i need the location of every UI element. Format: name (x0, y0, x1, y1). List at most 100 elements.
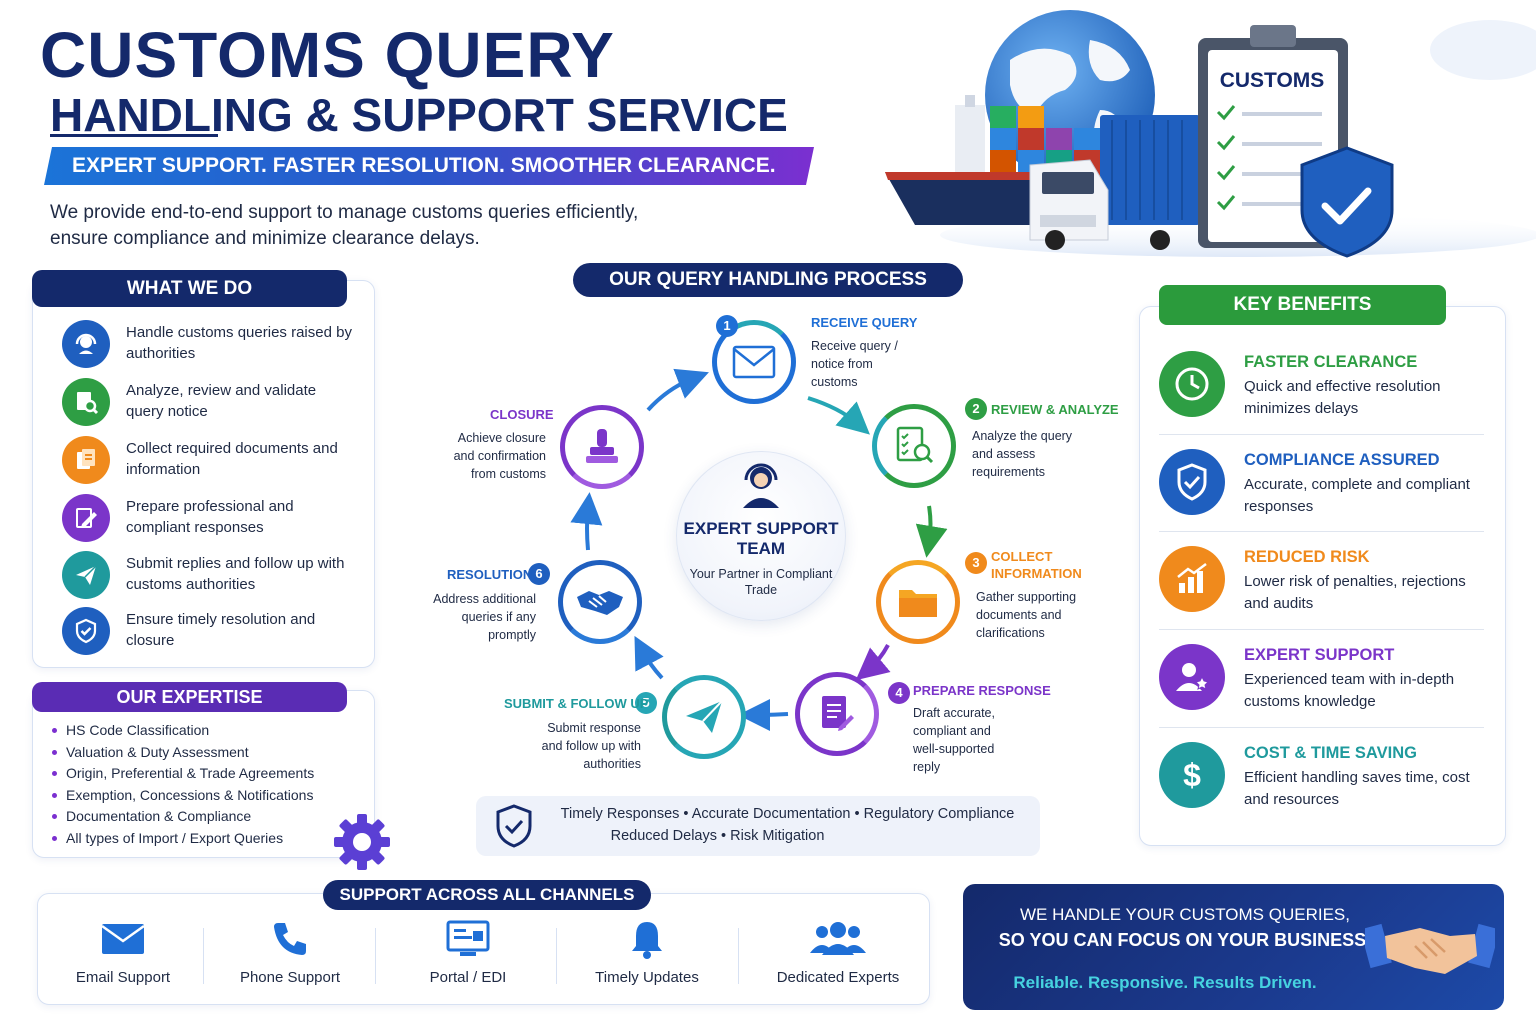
what-we-do-item: Prepare professional and compliant respo… (62, 494, 362, 542)
closure-title: CLOSURE (490, 407, 554, 422)
paper-plane-icon (686, 700, 723, 733)
what-we-do-text: Prepare professional and compliant respo… (126, 498, 294, 536)
what-we-do-text: Handle customs queries raised by authori… (126, 324, 352, 362)
hero-illustration: CUSTOMS (885, 10, 1536, 258)
process-highlights-line1: Timely Responses • Accurate Documentatio… (560, 806, 1015, 822)
benefit-desc: Experienced team with in-depth customs k… (1244, 671, 1455, 710)
step-6-title: RESOLUTION (447, 567, 533, 582)
what-we-do-text: Analyze, review and validate query notic… (126, 382, 317, 420)
center-title: EXPERT SUPPORT TEAM (683, 519, 839, 558)
channel-label: Dedicated Experts (776, 969, 900, 986)
step-6-circle (558, 560, 642, 644)
step-1-number: 1 (716, 315, 738, 337)
step-1-desc: Receive query / notice from customs (811, 339, 898, 389)
process-highlights-line2: Reduced Delays • Risk Mitigation (610, 828, 825, 844)
step-3-circle (876, 560, 960, 644)
handshake-icon (577, 591, 623, 615)
expertise-item: All types of Import / Export Queries (50, 828, 350, 850)
center-subtitle: Your Partner in Compliant Trade (689, 567, 833, 597)
channel-divider (375, 928, 376, 984)
step-2-circle (872, 404, 956, 488)
banner-line1: WE HANDLE YOUR CUSTOMS QUERIES, (1020, 905, 1350, 924)
channel-divider (556, 928, 557, 984)
folder-icon (899, 590, 937, 617)
step-4-desc: Draft accurate, compliant and well-suppo… (913, 706, 995, 774)
benefit-item: COMPLIANCE ASSURED Accurate, complete an… (1159, 449, 1489, 529)
headset-icon (62, 320, 110, 368)
step-5-title: SUBMIT & FOLLOW UP (504, 696, 649, 711)
benefit-title: REDUCED RISK (1244, 548, 1370, 566)
step-3-title: COLLECT INFORMATION (991, 549, 1082, 581)
clock-icon (1159, 351, 1225, 417)
closure-desc: Achieve closure and confirmation from cu… (453, 431, 546, 481)
benefit-desc: Accurate, complete and compliant respons… (1244, 476, 1470, 515)
what-we-do-item: Ensure timely resolution and closure (62, 607, 362, 655)
benefit-title: COST & TIME SAVING (1244, 744, 1417, 762)
benefit-item: $ COST & TIME SAVING Efficient handling … (1159, 742, 1489, 822)
documents-icon (62, 436, 110, 484)
support-agent-icon (743, 463, 779, 508)
step-4-number: 4 (888, 682, 910, 704)
step-2-title: REVIEW & ANALYZE (991, 402, 1119, 417)
expert-user-icon (1159, 644, 1225, 710)
gear-icon (334, 814, 390, 870)
step-2-number: 2 (965, 398, 987, 420)
step-4-title: PREPARE RESPONSE (913, 683, 1051, 698)
shield-check-icon (1159, 449, 1225, 515)
svg-text:$: $ (1183, 757, 1201, 793)
benefit-desc: Lower risk of penalties, rejections and … (1244, 573, 1466, 612)
expertise-list: HS Code Classification Valuation & Duty … (50, 720, 350, 850)
intro-text: We provide end-to-end support to manage … (50, 202, 639, 249)
key-benefits-header: KEY BENEFITS (1159, 285, 1446, 325)
what-we-do-item: Submit replies and follow up with custom… (62, 551, 362, 599)
portal-icon (446, 920, 490, 956)
pen-icon (62, 494, 110, 542)
benefit-divider (1159, 531, 1484, 532)
document-search-icon (62, 378, 110, 426)
shield-check-icon (1300, 146, 1394, 258)
dollar-icon: $ (1159, 742, 1225, 808)
expertise-card (32, 690, 375, 858)
expertise-item: Documentation & Compliance (50, 806, 350, 828)
step-2-desc: Analyze the query and assess requirement… (972, 429, 1073, 479)
channel-updates: Timely Updates (567, 915, 727, 995)
chart-up-icon (1159, 546, 1225, 612)
step-6-number: 6 (528, 563, 550, 585)
channel-divider (738, 928, 739, 984)
process-header: OUR QUERY HANDLING PROCESS (573, 263, 963, 297)
team-icon (810, 922, 866, 955)
step-4-circle (795, 672, 879, 756)
what-we-do-text: Collect required documents and informati… (126, 440, 338, 478)
process-highlights-bar (476, 796, 1040, 856)
page-title: CUSTOMS QUERY (40, 19, 615, 91)
page-subtitle: HANDLING & SUPPORT SERVICE (50, 89, 788, 141)
what-we-do-item: Handle customs queries raised by authori… (62, 320, 362, 368)
channel-email: Email Support (43, 915, 203, 995)
truck-icon (1029, 115, 1200, 250)
step-3-desc: Gather supporting documents and clarific… (976, 590, 1077, 640)
expertise-item: Exemption, Concessions & Notifications (50, 785, 350, 807)
banner-line2: SO YOU CAN FOCUS ON YOUR BUSINESS. (998, 930, 1372, 950)
benefit-item: EXPERT SUPPORT Experienced team with in-… (1159, 644, 1489, 724)
handshake-icon (1365, 923, 1495, 974)
channels-header: SUPPORT ACROSS ALL CHANNELS (323, 880, 651, 910)
clipboard-label: CUSTOMS (1220, 69, 1325, 92)
benefit-item: FASTER CLEARANCE Quick and effective res… (1159, 351, 1489, 431)
benefit-divider (1159, 727, 1484, 728)
benefit-divider (1159, 434, 1484, 435)
step-3-number: 3 (965, 552, 987, 574)
benefit-desc: Efficient handling saves time, cost and … (1244, 769, 1470, 808)
title-underline (50, 134, 218, 137)
closure-circle (560, 405, 644, 489)
channel-label: Phone Support (239, 969, 341, 986)
benefit-title: FASTER CLEARANCE (1244, 353, 1418, 371)
channel-divider (203, 928, 204, 984)
step-5-circle (662, 675, 746, 759)
benefit-divider (1159, 629, 1484, 630)
phone-icon (274, 923, 306, 955)
step-5-number: 5 (635, 692, 657, 714)
what-we-do-text: Submit replies and follow up with custom… (126, 555, 345, 593)
expertise-header: OUR EXPERTISE (32, 682, 347, 712)
step-5-desc: Submit response and follow up with autho… (541, 721, 641, 771)
what-we-do-text: Ensure timely resolution and closure (126, 611, 316, 649)
